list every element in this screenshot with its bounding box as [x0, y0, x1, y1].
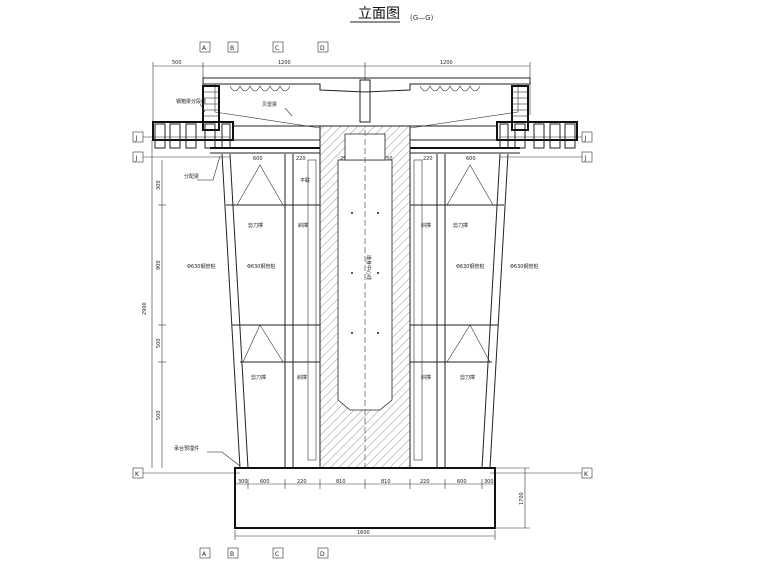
grid-markers-top: A B C D — [199, 41, 329, 53]
dim-base-7: 600 — [457, 479, 467, 485]
dim-top-left: 500 — [172, 60, 182, 66]
grid-markers-side: J J J J K K — [132, 131, 593, 479]
dim-height-seg-3: 500 — [156, 338, 162, 348]
pier-body: 墩身中心线 — [319, 125, 411, 469]
label-strut-right-low: 斜撑 — [421, 374, 431, 381]
component-labels: 分配梁 平联 剪刀撑 剪刀撑 斜撑 斜撑 Φ630钢管桩 Φ630钢管桩 Φ63… — [174, 155, 538, 467]
dim-top-mid-left: 1200 — [278, 60, 291, 66]
dim-foundation-height: 1700 — [519, 492, 525, 505]
cap-platform-left — [152, 121, 320, 154]
grid-label-d-bottom: D — [320, 551, 325, 558]
label-pipe-right-inner: Φ630钢管桩 — [456, 263, 484, 270]
dim-top-mid-right: 1200 — [440, 60, 453, 66]
grid-label-j-right-2: J — [584, 155, 587, 162]
dim-base-6: 220 — [420, 479, 430, 485]
height-dimensions: 2900 300 900 500 500 — [142, 140, 166, 468]
ladder-left — [202, 85, 220, 131]
grid-label-c-bottom: C — [275, 551, 279, 558]
grid-markers-bottom: A B C D — [199, 547, 329, 559]
dim-beam-right-1: 220 — [423, 156, 433, 162]
grid-label-j-left-2: J — [135, 155, 138, 162]
dim-height-seg-2: 900 — [156, 260, 162, 270]
dim-beam-left-2: 220 — [296, 156, 306, 162]
label-bracing-left: 剪刀撑 — [248, 222, 263, 229]
label-bracing-right-low: 剪刀撑 — [460, 374, 475, 381]
steel-pipe-piles — [221, 153, 509, 469]
label-center: 墩身中心线 — [365, 255, 372, 280]
dim-base-8: 300 — [484, 479, 494, 485]
dim-base-1: 300 — [238, 479, 248, 485]
grid-label-b-top: B — [230, 45, 234, 52]
label-strut-left: 斜撑 — [298, 222, 308, 229]
label-strut-right: 斜撑 — [421, 222, 431, 229]
foundation-cap: 300 600 220 810 810 220 600 300 1700 160… — [234, 467, 530, 540]
dim-base-3: 220 — [297, 479, 307, 485]
label-bracing-right: 剪刀撑 — [453, 222, 468, 229]
steel-box-girder — [202, 77, 531, 129]
label-base-note: 承台预埋件 — [174, 445, 199, 452]
ladder-right — [511, 85, 529, 131]
label-bracing-left-low: 剪刀撑 — [251, 374, 266, 381]
grid-label-a-bottom: A — [202, 551, 207, 558]
grid-label-k-left: K — [135, 471, 140, 478]
dim-base-4: 810 — [336, 479, 346, 485]
dim-base-5: 810 — [381, 479, 391, 485]
dim-height-total: 2900 — [142, 302, 148, 315]
grid-label-a-top: A — [202, 45, 207, 52]
label-pipe-left-outer: Φ630钢管桩 — [187, 263, 215, 270]
label-pipe-left-inner: Φ630钢管桩 — [247, 263, 275, 270]
label-distribution-beam: 分配梁 — [184, 173, 199, 180]
grid-label-b-bottom: B — [230, 551, 234, 558]
cap-platform-right — [410, 121, 578, 154]
dim-base-2: 600 — [260, 479, 270, 485]
grid-label-d-top: D — [320, 45, 325, 52]
label-strut-left-low: 斜撑 — [297, 374, 307, 381]
dim-beam-left-1: 600 — [253, 156, 263, 162]
grid-label-j-left-1: J — [135, 135, 138, 142]
grid-label-c-top: C — [275, 45, 279, 52]
bracing-system — [226, 164, 504, 363]
grid-label-k-right: K — [584, 471, 589, 478]
label-top-beam: 贝雷梁 — [262, 101, 277, 108]
dim-height-seg-4: 500 — [156, 410, 162, 420]
drawing-title: 立面图 — [358, 6, 400, 22]
label-top-bracket: 钢箱梁分段线 — [176, 98, 206, 105]
dim-beam-right-2: 600 — [466, 156, 476, 162]
label-pipe-right-outer: Φ630钢管桩 — [510, 263, 538, 270]
label-tie-left: 平联 — [300, 177, 310, 184]
grid-label-j-right-1: J — [584, 135, 587, 142]
drawing-subtitle: (G—G) — [410, 14, 434, 22]
dim-height-seg-1: 300 — [156, 180, 162, 190]
dim-foundation-width: 1600 — [357, 530, 370, 536]
